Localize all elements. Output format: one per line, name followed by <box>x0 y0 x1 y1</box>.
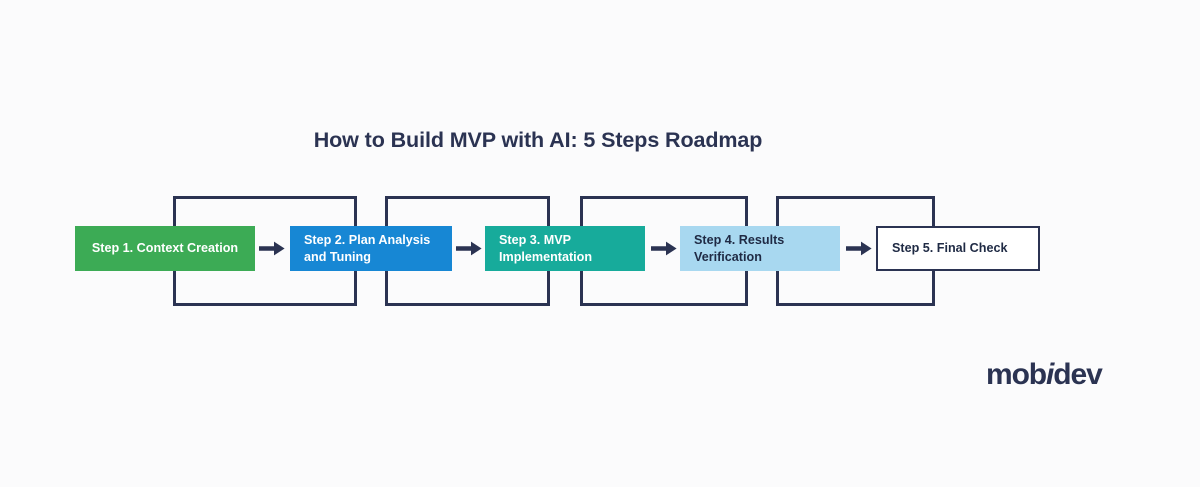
step-label-line: and Tuning <box>304 249 371 264</box>
step-box-1[interactable]: Step 1. Context Creation <box>75 226 255 271</box>
step-label-line: Step 5. Final Check <box>892 241 1008 256</box>
step-label-1: Step 1. Context Creation <box>92 240 238 256</box>
logo-slant-letter: i <box>1046 358 1054 391</box>
step-label-line: Step 4. Results <box>694 233 785 248</box>
step-label-line: Step 3. MVP <box>499 233 572 248</box>
step-label-line: Step 2. Plan Analysis <box>304 233 431 248</box>
flow-arrow-icon-1 <box>259 241 285 256</box>
flow-arrow-icon-3 <box>651 241 677 256</box>
flow-arrow-icon-2 <box>456 241 482 256</box>
mobidev-logo: mobidev <box>986 358 1103 392</box>
step-label-5: Step 5. Final Check <box>892 240 1007 256</box>
step-box-5[interactable]: Step 5. Final Check <box>876 226 1040 271</box>
step-label-line: Implementation <box>499 249 593 264</box>
step-label-line: Step 1. Context Creation <box>91 241 239 256</box>
step-label-line: Verification <box>694 249 762 264</box>
flow-arrow-icon-4 <box>846 241 872 256</box>
logo-prefix: mob <box>986 358 1047 391</box>
logo-suffix: dev <box>1053 358 1103 391</box>
page-title: How to Build MVP with AI: 5 Steps Roadma… <box>313 128 763 152</box>
